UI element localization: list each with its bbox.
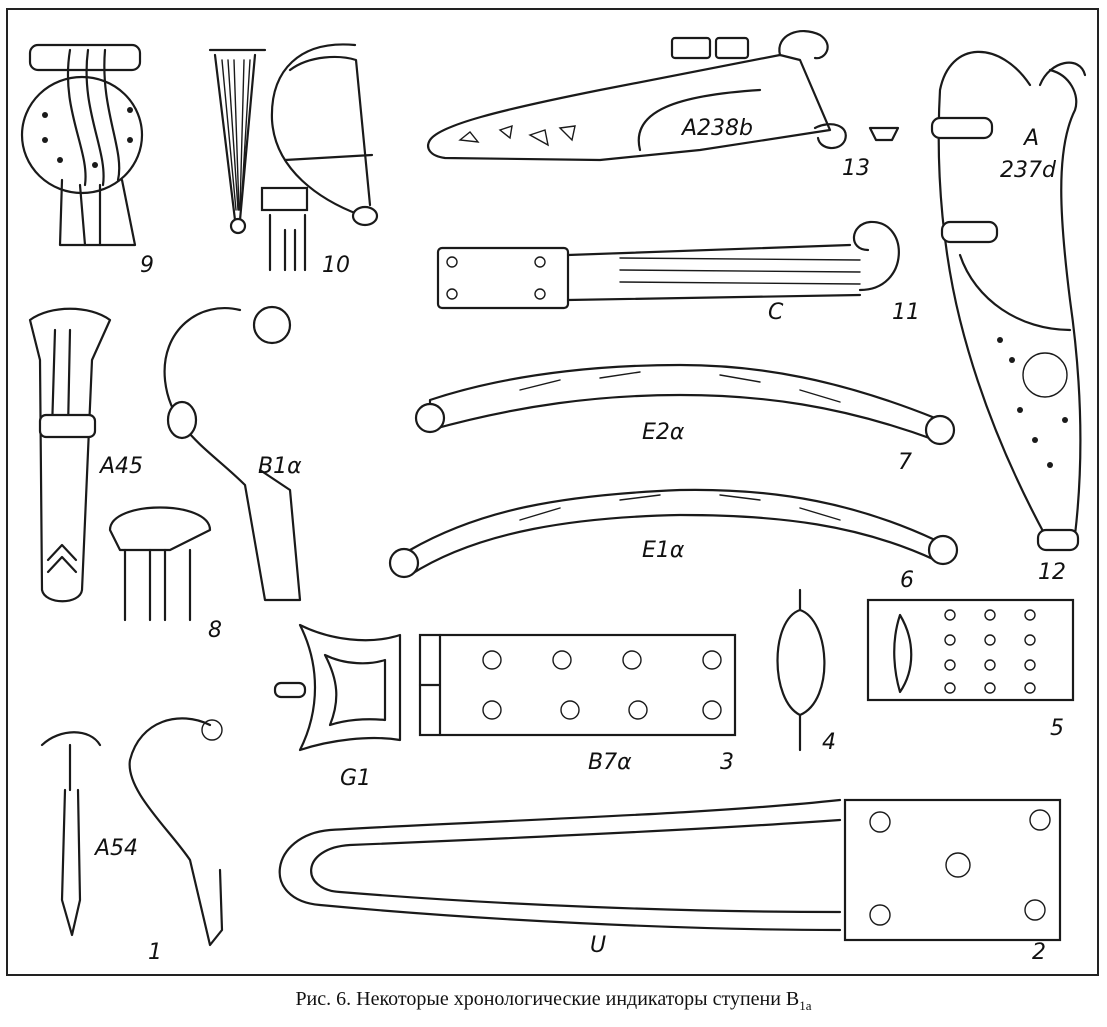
artifact-12-brooch — [930, 50, 1087, 552]
figure-frame — [6, 8, 1099, 976]
label-8: 8 — [208, 618, 222, 643]
label-type-g1: G1 — [340, 766, 372, 791]
artifact-a45-and-8-brooch — [28, 307, 212, 622]
artifact-1-brooch — [40, 717, 224, 947]
label-13: 13 — [842, 156, 870, 181]
label-type-a45: A45 — [100, 454, 144, 479]
artifact-b1a-brooch — [163, 305, 302, 602]
label-1: 1 — [148, 940, 162, 965]
label-10: 10 — [322, 253, 350, 278]
figure-caption: Рис. 6. Некоторые хронологические индика… — [0, 988, 1107, 1014]
label-4: 4 — [822, 730, 836, 755]
artifact-10-brooch — [208, 43, 379, 272]
label-3: 3 — [720, 750, 734, 775]
caption-subscript: 1a — [799, 998, 812, 1013]
artifact-9-brooch — [20, 43, 144, 247]
artifact-4-pendant — [776, 588, 826, 752]
label-type-12-a: A — [1024, 126, 1040, 151]
label-type-b1a: B1α — [258, 454, 302, 479]
artifact-13-brooch — [427, 30, 900, 162]
caption-text: Рис. 6. Некоторые хронологические индика… — [295, 988, 800, 1010]
label-type-13: A238b — [682, 116, 754, 141]
label-2: 2 — [1032, 940, 1046, 965]
label-type-u: U — [590, 933, 607, 958]
label-12: 12 — [1038, 560, 1066, 585]
artifact-2-belt-fitting — [278, 798, 1062, 942]
artifact-11-brooch — [436, 220, 900, 310]
artifact-3-strap-end — [418, 633, 737, 737]
label-type-11: C — [768, 300, 784, 325]
label-type-b7a: B7α — [588, 750, 632, 775]
label-type-a54: A54 — [95, 836, 139, 861]
artifact-6-brooch — [388, 488, 959, 579]
label-7: 7 — [898, 450, 912, 475]
label-5: 5 — [1050, 716, 1064, 741]
label-11: 11 — [892, 300, 920, 325]
label-type-7: E2α — [642, 420, 685, 445]
label-6: 6 — [900, 568, 914, 593]
label-type-6: E1α — [642, 538, 685, 563]
label-type-12-b: 237d — [1000, 158, 1056, 183]
artifact-g1-buckle — [273, 623, 402, 752]
label-9: 9 — [140, 253, 154, 278]
artifact-7-brooch — [414, 363, 956, 446]
artifact-5-plate — [866, 598, 1075, 702]
